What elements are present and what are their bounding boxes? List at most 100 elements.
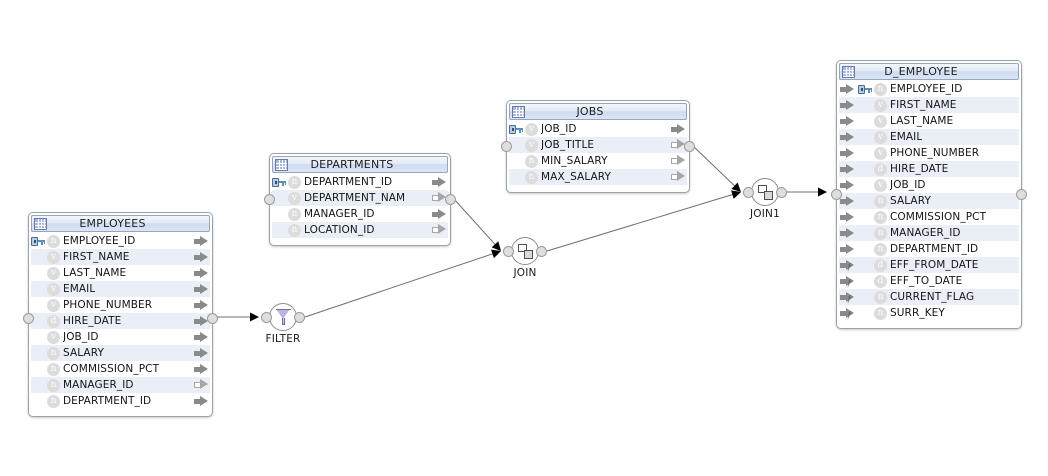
flow-arrow-icon[interactable] xyxy=(194,267,209,279)
flow-arrow-hollow-icon[interactable] xyxy=(194,379,209,391)
entity-port-left[interactable] xyxy=(264,194,275,205)
flow-arrow-icon[interactable] xyxy=(432,208,447,220)
entity-port-left[interactable] xyxy=(501,141,512,152)
flow-arrow-icon[interactable] xyxy=(840,83,855,95)
flow-arrow-icon[interactable] xyxy=(194,299,209,311)
flow-arrow-icon[interactable]: f xyxy=(840,291,855,303)
entity-header-jobs[interactable]: JOBS xyxy=(509,103,687,120)
flow-arrow-icon[interactable] xyxy=(840,179,855,191)
entity-port-left[interactable] xyxy=(23,313,34,324)
connector-join1-to-target[interactable] xyxy=(787,187,827,197)
flow-arrow-icon[interactable] xyxy=(194,251,209,263)
flow-arrow-icon[interactable] xyxy=(840,115,855,127)
operator-port-out[interactable] xyxy=(536,246,547,257)
flow-arrow-icon[interactable] xyxy=(194,363,209,375)
flow-arrow-icon[interactable] xyxy=(194,331,209,343)
connector-jobs-to-join1[interactable] xyxy=(692,145,741,192)
operator-port-out[interactable] xyxy=(294,312,305,323)
entity-port-left[interactable] xyxy=(831,189,842,200)
flow-arrow-icon[interactable] xyxy=(194,315,209,327)
flow-arrow-icon[interactable] xyxy=(840,131,855,143)
operator-join1[interactable]: JOIN1 xyxy=(743,178,787,220)
flow-arrow-icon[interactable] xyxy=(840,211,855,223)
connector-join-to-join1[interactable] xyxy=(546,190,741,252)
flow-arrow-icon[interactable] xyxy=(194,347,209,359)
operator-port-in[interactable] xyxy=(261,312,272,323)
operator-port-out[interactable] xyxy=(776,187,787,198)
flow-arrow-hollow-icon[interactable] xyxy=(671,155,686,167)
flow-arrow-icon[interactable] xyxy=(671,123,686,135)
entity-port-right[interactable] xyxy=(445,194,456,205)
flow-arrow-icon[interactable] xyxy=(840,99,855,111)
flow-arrow-icon[interactable] xyxy=(194,283,209,295)
entity-port-right[interactable] xyxy=(684,141,695,152)
operator-port-in[interactable] xyxy=(743,187,754,198)
operator-join[interactable]: JOIN xyxy=(503,237,547,279)
flow-arrow-icon[interactable] xyxy=(840,163,855,175)
entity-port-right[interactable] xyxy=(207,313,218,324)
connector-employees-to-filter[interactable] xyxy=(216,312,259,322)
flow-arrow-hollow-icon[interactable] xyxy=(671,171,686,183)
flow-arrow-icon[interactable] xyxy=(194,235,209,247)
operator-port-in[interactable] xyxy=(503,246,514,257)
flow-arrow-icon[interactable]: f xyxy=(840,259,855,271)
connector-filter-to-join[interactable] xyxy=(304,249,501,318)
entity-header-d_employee[interactable]: D_EMPLOYEE xyxy=(839,63,1019,80)
flow-arrow-hollow-icon[interactable] xyxy=(432,224,447,236)
flow-arrow-icon[interactable] xyxy=(194,395,209,407)
entity-header-departments[interactable]: DEPARTMENTS xyxy=(272,156,448,173)
flow-arrow-icon[interactable]: f xyxy=(840,307,855,319)
operator-filter[interactable]: FILTER xyxy=(261,303,305,345)
flow-arrow-icon[interactable]: f xyxy=(840,275,855,287)
flow-arrow-icon[interactable] xyxy=(840,195,855,207)
entity-port-right[interactable] xyxy=(1016,189,1027,200)
connector-departments-to-join[interactable] xyxy=(453,198,501,251)
flow-arrow-hollow-icon[interactable] xyxy=(432,192,447,204)
flow-arrow-icon[interactable] xyxy=(432,176,447,188)
flow-arrow-icon[interactable] xyxy=(840,227,855,239)
flow-arrow-icon[interactable] xyxy=(840,243,855,255)
flow-arrow-hollow-icon[interactable] xyxy=(671,139,686,151)
flow-arrow-icon[interactable] xyxy=(840,147,855,159)
entity-header-employees[interactable]: EMPLOYEES xyxy=(31,215,210,232)
